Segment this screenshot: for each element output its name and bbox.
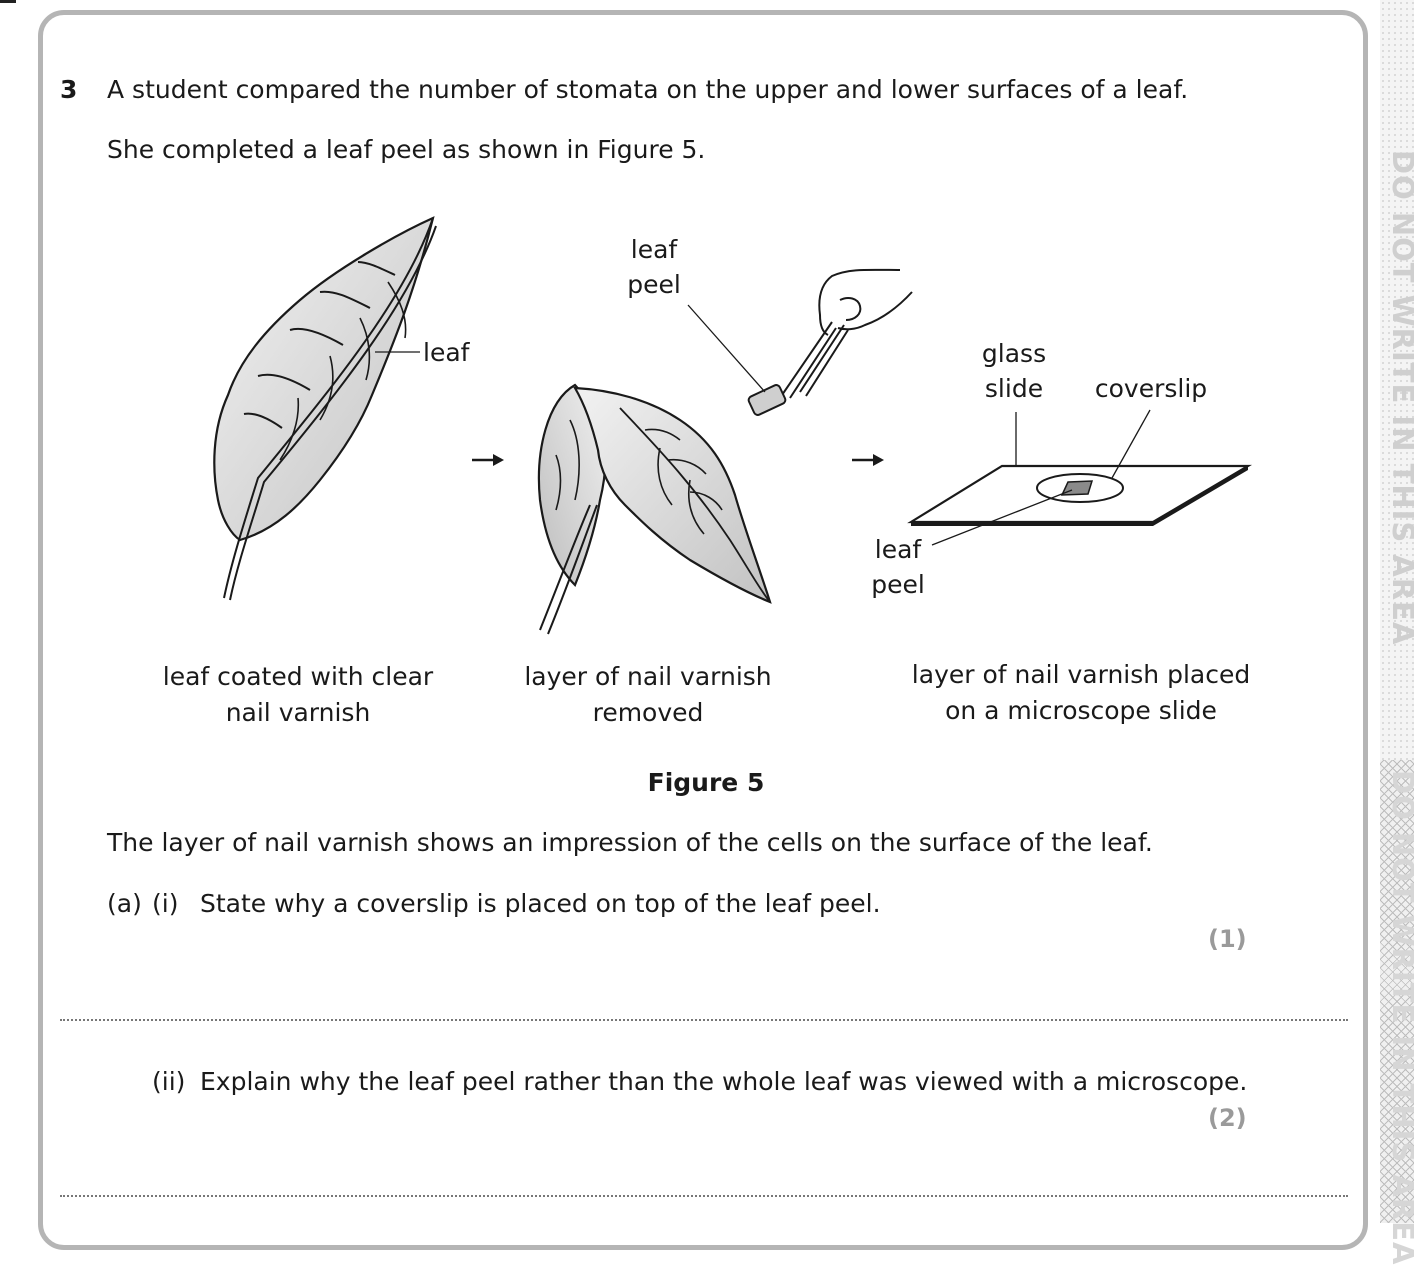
figure-explanation: The layer of nail varnish shows an impre… bbox=[107, 828, 1153, 857]
caption-step-2-line-2: removed bbox=[593, 698, 704, 727]
label-leaf-peel-bottom-line-1: leaf bbox=[875, 535, 923, 564]
question-stem-line-1: A student compared the number of stomata… bbox=[107, 75, 1189, 104]
margin-warning-lower: DO NOT WRITE IN THIS AREA bbox=[1386, 770, 1414, 1265]
caption-step-3-line-2: on a microscope slide bbox=[945, 696, 1217, 725]
caption-step-2-line-1: layer of nail varnish bbox=[524, 662, 771, 691]
leaf-peel-sample bbox=[747, 384, 787, 416]
page-corner-mark bbox=[0, 0, 16, 3]
arrow-icon bbox=[472, 454, 504, 466]
label-glass-slide-line-1: glass bbox=[982, 339, 1046, 368]
forceps-hand-illustration bbox=[747, 268, 913, 416]
question-a-ii: Explain why the leaf peel rather than th… bbox=[200, 1067, 1248, 1096]
leaf-peel-leader-line bbox=[687, 304, 766, 393]
part-i-label: (i) bbox=[152, 889, 179, 918]
part-a-label: (a) bbox=[107, 889, 142, 918]
question-a-i: State why a coverslip is placed on top o… bbox=[200, 889, 881, 918]
leaf-peel-bottom-leader-line bbox=[931, 489, 1073, 546]
coverslip-leader-line bbox=[1111, 409, 1151, 479]
question-number: 3 bbox=[60, 75, 78, 104]
label-leaf-peel-top-line-2: peel bbox=[627, 270, 681, 299]
answer-line-a-i[interactable] bbox=[60, 1019, 1348, 1021]
label-leaf-peel-bottom-line-2: peel bbox=[871, 570, 925, 599]
question-stem-line-2: She completed a leaf peel as shown in Fi… bbox=[107, 135, 706, 164]
microscope-slide-illustration bbox=[907, 464, 1253, 526]
label-coverslip: coverslip bbox=[1095, 374, 1207, 403]
caption-step-1-line-1: leaf coated with clear bbox=[163, 662, 434, 691]
margin-warning-upper: DO NOT WRITE IN THIS AREA bbox=[1386, 150, 1414, 646]
figure-title: Figure 5 bbox=[648, 768, 765, 797]
caption-step-1-line-2: nail varnish bbox=[226, 698, 371, 727]
marks-a-ii: (2) bbox=[1208, 1104, 1247, 1132]
figure-5-diagram: leaf leaf peel glass slide c bbox=[163, 216, 1253, 797]
part-ii-label: (ii) bbox=[152, 1067, 186, 1096]
peeled-leaf-illustration bbox=[537, 383, 772, 635]
caption-step-3-line-1: layer of nail varnish placed bbox=[912, 660, 1250, 689]
marks-a-i: (1) bbox=[1208, 925, 1247, 953]
arrow-icon bbox=[852, 454, 884, 466]
label-leaf-peel-top-line-1: leaf bbox=[631, 235, 679, 264]
label-glass-slide-line-2: slide bbox=[985, 374, 1043, 403]
coated-leaf-illustration bbox=[213, 216, 437, 601]
margin-strip-hatched bbox=[1380, 760, 1414, 1223]
answer-line-a-ii[interactable] bbox=[60, 1195, 1348, 1197]
label-leaf: leaf bbox=[423, 338, 471, 367]
